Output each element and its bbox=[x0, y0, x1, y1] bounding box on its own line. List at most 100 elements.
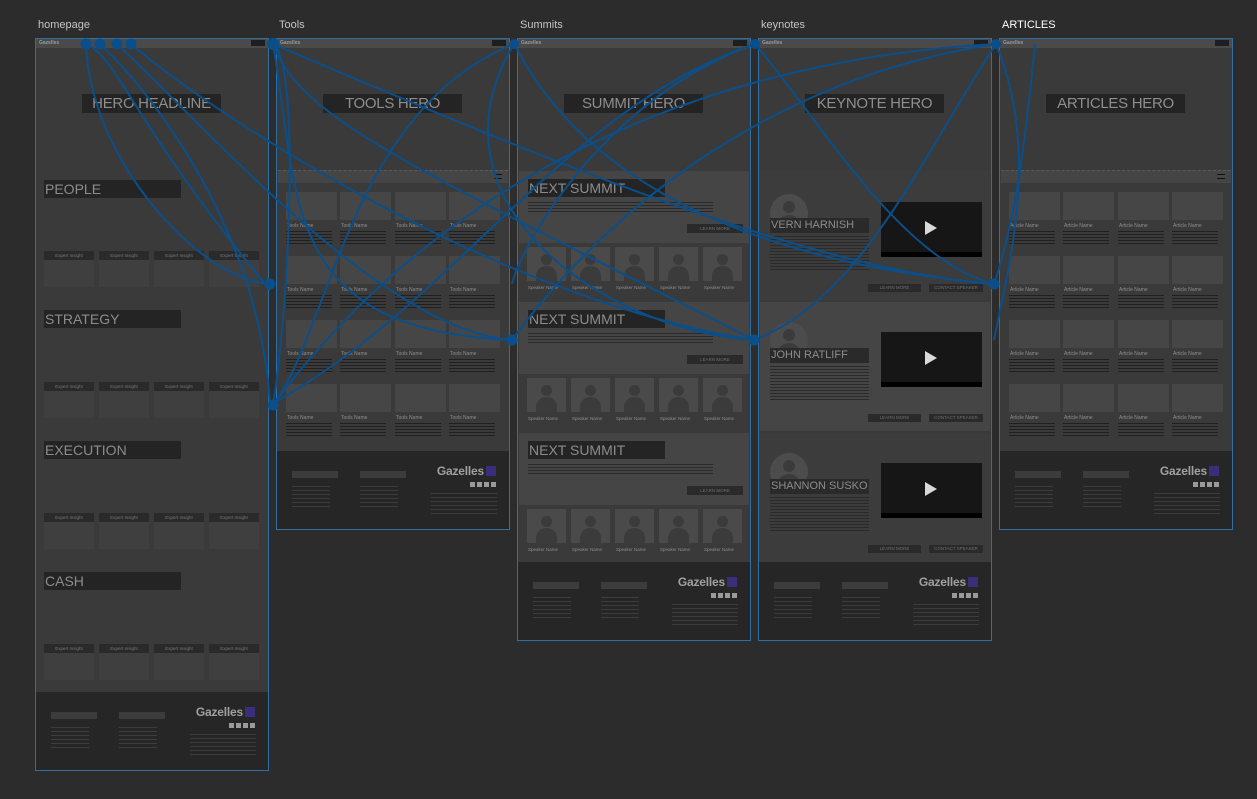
expert-card[interactable]: Expert Insight bbox=[99, 513, 149, 549]
filter-bar[interactable] bbox=[1001, 170, 1231, 183]
expert-card[interactable]: Expert Insight bbox=[44, 251, 94, 287]
nav-button[interactable] bbox=[733, 40, 747, 46]
filter-bar[interactable] bbox=[278, 170, 508, 183]
grid-card[interactable]: Tools Name bbox=[340, 256, 391, 313]
video-player[interactable] bbox=[881, 463, 982, 518]
speaker-card[interactable]: Speaker Name bbox=[527, 247, 566, 292]
filter-icon[interactable] bbox=[1217, 174, 1225, 179]
speaker-card[interactable]: Speaker Name bbox=[659, 509, 698, 554]
nav-button[interactable] bbox=[974, 40, 988, 46]
grid-card[interactable]: Tools Name bbox=[340, 192, 391, 249]
grid-card[interactable]: Article Name bbox=[1063, 192, 1114, 249]
social-icons[interactable] bbox=[229, 723, 255, 728]
grid-card[interactable]: Article Name bbox=[1009, 256, 1060, 313]
grid-card[interactable]: Article Name bbox=[1118, 192, 1169, 249]
speaker-card[interactable]: Speaker Name bbox=[615, 509, 654, 554]
social-icons[interactable] bbox=[1193, 482, 1219, 487]
speaker-card[interactable]: Speaker Name bbox=[703, 378, 742, 423]
grid-card[interactable]: Article Name bbox=[1009, 384, 1060, 441]
grid-card[interactable]: Tools Name bbox=[395, 192, 446, 249]
learn-more-button[interactable]: LEARN MORE bbox=[687, 486, 743, 495]
expert-card[interactable]: Expert Insight bbox=[44, 513, 94, 549]
expert-card[interactable]: Expert Insight bbox=[209, 382, 259, 418]
artboard-summits[interactable]: Gazelles SUMMIT HERO NEXT SUMMIT LEARN M… bbox=[517, 38, 751, 641]
expert-card[interactable]: Expert Insight bbox=[44, 382, 94, 418]
grid-card[interactable]: Article Name bbox=[1063, 320, 1114, 377]
grid-card[interactable]: Tools Name bbox=[449, 192, 500, 249]
contact-speaker-button[interactable]: CONTACT SPEAKER bbox=[929, 545, 983, 553]
grid-card[interactable]: Tools Name bbox=[286, 384, 337, 441]
expert-card[interactable]: Expert Insight bbox=[44, 644, 94, 680]
artboard-label-homepage[interactable]: homepage bbox=[38, 19, 90, 31]
expert-card[interactable]: Expert Insight bbox=[209, 644, 259, 680]
grid-card[interactable]: Article Name bbox=[1172, 384, 1223, 441]
expert-card[interactable]: Expert Insight bbox=[154, 513, 204, 549]
grid-card[interactable]: Tools Name bbox=[286, 192, 337, 249]
learn-more-button[interactable]: LEARN MORE bbox=[868, 414, 921, 422]
play-icon[interactable] bbox=[925, 351, 937, 365]
social-icons[interactable] bbox=[711, 593, 737, 598]
learn-more-button[interactable]: LEARN MORE bbox=[868, 545, 921, 553]
grid-card[interactable]: Article Name bbox=[1172, 256, 1223, 313]
artboard-keynotes[interactable]: Gazelles KEYNOTE HERO VERN HARNISH LEARN… bbox=[758, 38, 992, 641]
nav-button[interactable] bbox=[1215, 40, 1229, 46]
grid-card[interactable]: Tools Name bbox=[395, 384, 446, 441]
grid-card[interactable]: Tools Name bbox=[340, 384, 391, 441]
nav-button[interactable] bbox=[492, 40, 506, 46]
speaker-card[interactable]: Speaker Name bbox=[527, 509, 566, 554]
grid-card[interactable]: Tools Name bbox=[286, 256, 337, 313]
nav-button[interactable] bbox=[251, 40, 265, 46]
grid-card[interactable]: Article Name bbox=[1172, 320, 1223, 377]
expert-card[interactable]: Expert Insight bbox=[154, 382, 204, 418]
play-icon[interactable] bbox=[925, 221, 937, 235]
grid-card[interactable]: Tools Name bbox=[286, 320, 337, 377]
artboard-homepage[interactable]: Gazelles HERO HEADLINE PEOPLE Expert Ins… bbox=[35, 38, 269, 771]
filter-icon[interactable] bbox=[494, 174, 502, 179]
video-player[interactable] bbox=[881, 202, 982, 257]
contact-speaker-button[interactable]: CONTACT SPEAKER bbox=[929, 284, 983, 292]
social-icons[interactable] bbox=[952, 593, 978, 598]
play-icon[interactable] bbox=[925, 482, 937, 496]
grid-card[interactable]: Article Name bbox=[1063, 256, 1114, 313]
social-icons[interactable] bbox=[470, 482, 496, 487]
expert-card[interactable]: Expert Insight bbox=[99, 251, 149, 287]
speaker-card[interactable]: Speaker Name bbox=[571, 509, 610, 554]
speaker-card[interactable]: Speaker Name bbox=[703, 247, 742, 292]
grid-card[interactable]: Article Name bbox=[1009, 192, 1060, 249]
grid-card[interactable]: Article Name bbox=[1172, 192, 1223, 249]
grid-card[interactable]: Tools Name bbox=[449, 320, 500, 377]
grid-card[interactable]: Tools Name bbox=[449, 256, 500, 313]
learn-more-button[interactable]: LEARN MORE bbox=[687, 355, 743, 364]
video-player[interactable] bbox=[881, 332, 982, 387]
grid-card[interactable]: Tools Name bbox=[449, 384, 500, 441]
expert-card[interactable]: Expert Insight bbox=[154, 644, 204, 680]
grid-card[interactable]: Article Name bbox=[1063, 384, 1114, 441]
grid-card[interactable]: Tools Name bbox=[340, 320, 391, 377]
grid-card[interactable]: Article Name bbox=[1118, 256, 1169, 313]
speaker-card[interactable]: Speaker Name bbox=[571, 378, 610, 423]
contact-speaker-button[interactable]: CONTACT SPEAKER bbox=[929, 414, 983, 422]
artboard-label-articles[interactable]: ARTICLES bbox=[1002, 19, 1056, 31]
grid-card[interactable]: Tools Name bbox=[395, 320, 446, 377]
speaker-card[interactable]: Speaker Name bbox=[659, 247, 698, 292]
speaker-card[interactable]: Speaker Name bbox=[615, 378, 654, 423]
learn-more-button[interactable]: LEARN MORE bbox=[687, 224, 743, 233]
grid-card[interactable]: Tools Name bbox=[395, 256, 446, 313]
speaker-card[interactable]: Speaker Name bbox=[527, 378, 566, 423]
expert-card[interactable]: Expert Insight bbox=[99, 644, 149, 680]
artboard-label-summits[interactable]: Summits bbox=[520, 19, 563, 31]
speaker-card[interactable]: Speaker Name bbox=[703, 509, 742, 554]
grid-card[interactable]: Article Name bbox=[1118, 320, 1169, 377]
expert-card[interactable]: Expert Insight bbox=[99, 382, 149, 418]
learn-more-button[interactable]: LEARN MORE bbox=[868, 284, 921, 292]
grid-card[interactable]: Article Name bbox=[1009, 320, 1060, 377]
artboard-label-keynotes[interactable]: keynotes bbox=[761, 19, 806, 31]
expert-card[interactable]: Expert Insight bbox=[209, 513, 259, 549]
grid-card[interactable]: Article Name bbox=[1118, 384, 1169, 441]
expert-card[interactable]: Expert Insight bbox=[154, 251, 204, 287]
speaker-card[interactable]: Speaker Name bbox=[659, 378, 698, 423]
speaker-card[interactable]: Speaker Name bbox=[571, 247, 610, 292]
expert-card[interactable]: Expert Insight bbox=[209, 251, 259, 287]
